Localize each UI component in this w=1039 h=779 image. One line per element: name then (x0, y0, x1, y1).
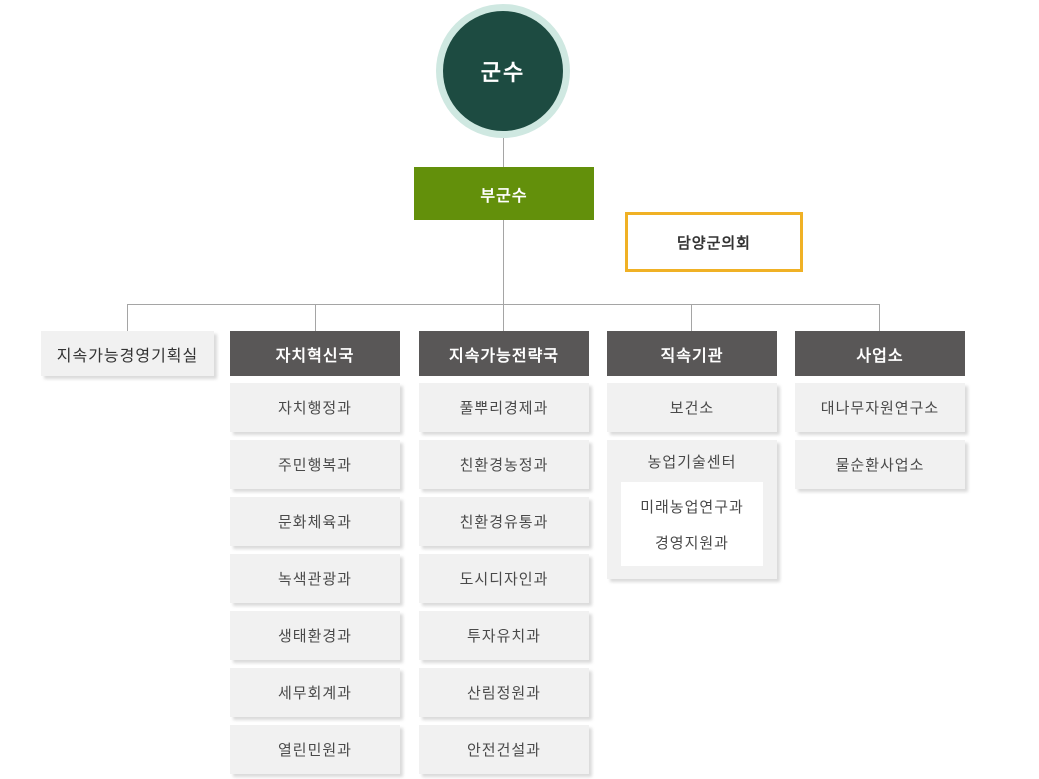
sub-department-box: 경영지원과 (654, 534, 729, 552)
department-box: 풀뿌리경제과 (419, 383, 589, 432)
org-column-1: 지속가능경영기획실 (41, 331, 214, 376)
department-box: 대나무자원연구소 (795, 383, 965, 432)
department-box: 녹색관광과 (230, 554, 400, 603)
department-box: 보건소 (607, 383, 777, 432)
group-label: 농업기술센터 (647, 453, 737, 471)
column-header: 사업소 (795, 331, 965, 376)
column-header: 직속기관 (607, 331, 777, 376)
department-box: 자치행정과 (230, 383, 400, 432)
department-box: 물순환사업소 (795, 440, 965, 489)
column-header: 지속가능전략국 (419, 331, 589, 376)
department-box: 친환경유통과 (419, 497, 589, 546)
department-box: 투자유치과 (419, 611, 589, 660)
connector-deputy-trunk (503, 220, 504, 305)
department-box: 안전건설과 (419, 725, 589, 774)
column-header: 자치혁신국 (230, 331, 400, 376)
deputy-governor-label: 부군수 (480, 187, 528, 205)
county-council-label: 담양군의회 (676, 234, 751, 252)
county-council-node: 담양군의회 (625, 212, 803, 272)
connector-drop-1 (127, 304, 128, 331)
governor-node: 군수 (443, 11, 563, 131)
department-box: 세무회계과 (230, 668, 400, 717)
department-box: 친환경농정과 (419, 440, 589, 489)
department-box: 문화체육과 (230, 497, 400, 546)
department-box: 열린민원과 (230, 725, 400, 774)
deputy-governor-node: 부군수 (414, 167, 594, 220)
connector-drop-4 (691, 304, 692, 331)
department-box: 산림정원과 (419, 668, 589, 717)
governor-circle-ring: 군수 (436, 4, 570, 138)
connector-drop-5 (879, 304, 880, 331)
department-box: 도시디자인과 (419, 554, 589, 603)
sub-department-box: 미래농업연구과 (640, 498, 744, 516)
connector-drop-3 (503, 304, 504, 331)
department-box: 주민행복과 (230, 440, 400, 489)
connector-drop-2 (315, 304, 316, 331)
connector-governor-deputy (503, 138, 504, 167)
office-box: 지속가능경영기획실 (41, 331, 214, 376)
governor-label: 군수 (480, 60, 526, 85)
department-box: 생태환경과 (230, 611, 400, 660)
